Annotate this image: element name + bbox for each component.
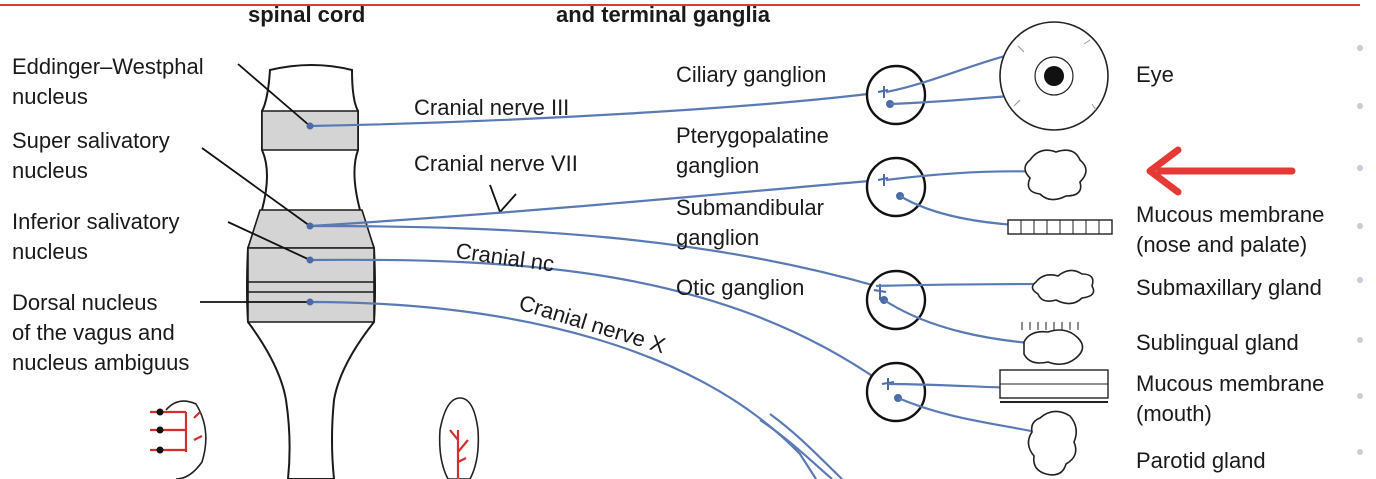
dot-sup-salivatory: [306, 222, 314, 230]
label-eye: Eye: [1136, 62, 1174, 87]
dot-inf-salivatory: [306, 256, 314, 264]
label-ciliary-ganglion: Ciliary ganglion: [676, 62, 827, 87]
cord-band-medulla: [247, 247, 375, 323]
edge-bullet-dot: [1357, 337, 1363, 343]
parotid-gland-illustration: [1027, 410, 1078, 476]
nerve-vii-to-submandibular: [309, 224, 877, 288]
label-submaxillary-gland: Submaxillary gland: [1136, 275, 1322, 300]
label-dorsal-vagus-nucleus: Dorsal nucleus of the vagus and nucleus …: [12, 290, 190, 375]
middle-vessel-illustration: [438, 397, 480, 479]
label-cranial-nerve-iii: Cranial nerve III: [414, 95, 570, 120]
nerve-iii-preganglionic: [309, 90, 885, 128]
pointer-nerve-vii: [489, 184, 517, 214]
edge-bullet-dot: [1357, 393, 1363, 399]
dot-dorsal-vagus: [306, 298, 314, 306]
ganglion-synapses: [873, 86, 904, 402]
nerve-ix-to-otic: [309, 258, 885, 385]
submandibular-ganglion-circle: [865, 269, 927, 331]
edge-bullet-dot: [1357, 103, 1363, 109]
oral-mucosa-illustration: [999, 369, 1109, 403]
postganglionic-to-sublingual: [883, 299, 1041, 346]
nerve-x-branch: [769, 413, 843, 479]
label-super-salivatory-nucleus: Super salivatory nucleus: [12, 128, 170, 183]
label-eddinger-westphal-nucleus: Eddinger–Westphal nucleus: [12, 54, 204, 109]
eye-illustration: [999, 21, 1109, 131]
label-submandibular-ganglion: Submandibular ganglion: [676, 195, 824, 250]
postganglionic-to-submaxillary: [875, 282, 1043, 288]
sublingual-gland-illustration: [1021, 322, 1084, 366]
nerve-x-branch: [759, 419, 833, 479]
pointer-ew-nucleus: [237, 63, 311, 127]
lacrimal-gland-illustration: [1024, 149, 1087, 201]
label-inferior-salivatory-nucleus: Inferior salivatory nucleus: [12, 209, 180, 264]
pointer-inf-salivatory: [227, 221, 311, 261]
edge-bullet-dot: [1357, 45, 1363, 51]
otic-ganglion-circle: [865, 361, 927, 423]
submaxillary-gland-illustration: [1031, 269, 1095, 305]
edge-bullet-dot: [1357, 165, 1363, 171]
label-sublingual-gland: Sublingual gland: [1136, 330, 1299, 355]
pterygopalatine-ganglion-circle: [865, 156, 927, 218]
label-pterygopalatine-ganglion: Pterygopalatine ganglion: [676, 123, 829, 178]
edge-bullet-dot: [1357, 449, 1363, 455]
dot-ew-nucleus: [306, 122, 314, 130]
cord-band-midbrain: [261, 110, 359, 151]
header-spinal-cord: spinal cord: [248, 2, 366, 27]
nerve-vii-to-pterygopalatine: [309, 178, 883, 228]
label-cranial-nerve-vii: Cranial nerve VII: [414, 151, 578, 176]
header-terminal-ganglia: and terminal ganglia: [556, 2, 770, 27]
postganglionic-to-parotid: [897, 396, 1047, 436]
label-mucous-membrane-nose: Mucous membrane (nose and palate): [1136, 202, 1325, 257]
nasal-mucosa-illustration: [1007, 219, 1113, 235]
label-mucous-membrane-mouth: Mucous membrane (mouth): [1136, 371, 1325, 426]
pointer-sup-salivatory: [201, 147, 311, 227]
label-parotid-gland: Parotid gland: [1136, 448, 1266, 473]
label-otic-ganglion: Otic ganglion: [676, 275, 805, 300]
left-vessel-illustration: [150, 400, 207, 479]
annotation-arrow: [1146, 146, 1296, 196]
edge-bullet-dot: [1357, 223, 1363, 229]
edge-bullet-dot: [1357, 277, 1363, 283]
ciliary-ganglion-circle: [865, 64, 927, 126]
